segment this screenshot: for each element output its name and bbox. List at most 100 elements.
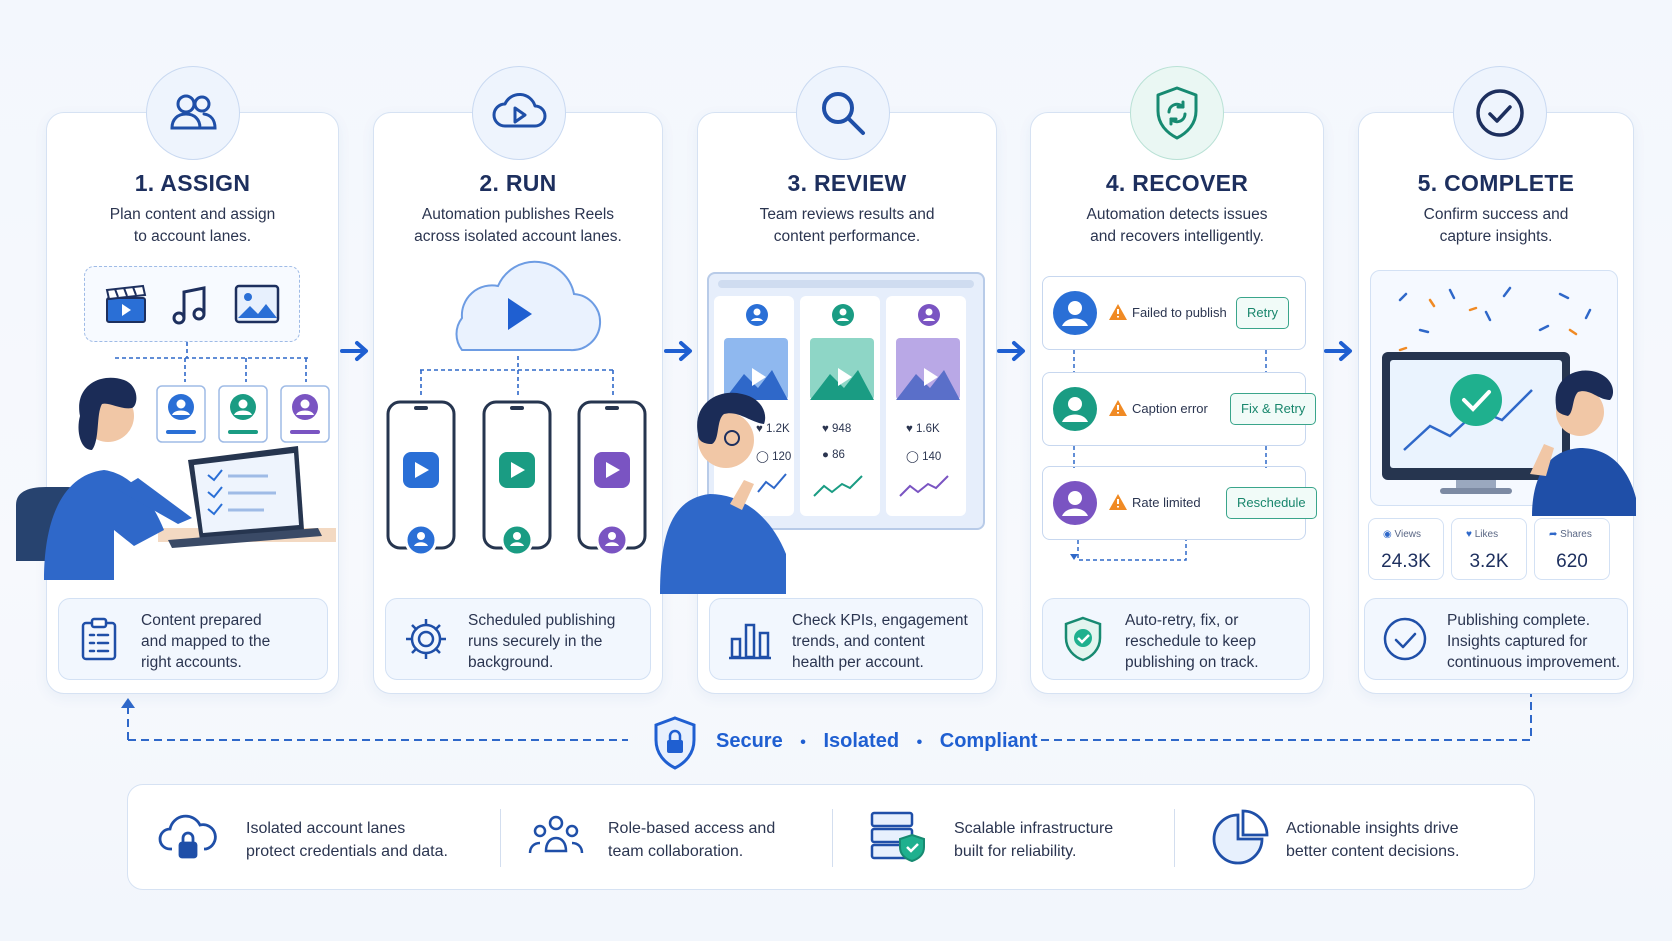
confetti-and-monitor [1382,286,1592,494]
share-icon: ➦ [1549,529,1558,540]
step-title: 1. ASSIGN [134,170,251,196]
phone-reels-icon [482,400,552,557]
pie-chart-icon [1212,809,1269,865]
music-note-icon [172,286,206,325]
feature-scalable: Scalable infrastructure built for reliab… [868,785,1198,891]
user-avatar-icon [218,385,268,443]
cloud-lock-icon [158,814,217,859]
cloud-play-icon [472,66,566,160]
likes-metric: ♥ 1.2K [756,423,790,435]
content-thumbnails [724,304,960,497]
recovery-flow-connectors [1070,350,1267,561]
reschedule-button[interactable]: Reschedule [1226,487,1317,519]
stat-likes: ♥ Likes 3.2K [1451,518,1527,580]
gear-icon [406,619,446,659]
content-card [886,296,966,516]
likes-metric: ♥ 1.6K [906,423,940,435]
user-avatar-icon [1053,387,1097,431]
person-at-laptop-illustration [16,377,336,580]
bar-chart-icon [729,623,771,660]
feature-text: Actionable insights drive [1286,820,1459,837]
check-circle-icon [1383,617,1427,661]
arrow-right-icon [997,341,1025,361]
divider [1174,809,1175,867]
reviewer-person-illustration [660,392,786,594]
stat-views: ◉ Views 24.3K [1368,518,1444,580]
content-card [800,296,880,516]
clapperboard-icon [105,284,147,323]
comments-metric: ◯ 120 [756,451,792,463]
feature-text: team collaboration. [608,843,744,860]
features-bar: Isolated account lanes protect credentia… [127,784,1535,890]
step-footer-complete: Publishing complete.Insights captured fo… [1364,598,1628,680]
feature-text: Role-based access and [608,820,776,837]
issue-status: Caption error [1132,401,1208,416]
issue-status: Failed to publish [1132,305,1227,320]
clipboard-icon [81,617,117,661]
fix-retry-button[interactable]: Fix & Retry [1230,393,1317,425]
eye-icon: ◉ [1383,529,1392,540]
image-icon [234,284,280,324]
shield-refresh-icon [1130,66,1224,160]
team-icon [528,815,584,854]
warning-icon [1109,494,1127,510]
feedback-loop-line [121,694,1532,741]
feature-text: protect credentials and data. [246,843,448,860]
feature-insights: Actionable insights drive better content… [1210,785,1520,891]
arrow-right-icon [664,341,692,361]
likes-metric: ♥ 948 [822,423,852,435]
check-circle-icon [1453,66,1547,160]
step-footer-text: Publishing complete.Insights captured fo… [1447,612,1621,671]
server-shield-icon [870,811,925,863]
phone-reels-icon [386,400,456,557]
retry-button[interactable]: Retry [1236,297,1290,329]
user-avatar-icon [1053,481,1097,525]
magnifier-icon [796,66,890,160]
user-avatar-icon [156,385,206,443]
divider [832,809,833,867]
users-icon [146,66,240,160]
feature-text: Isolated account lanes [246,820,406,837]
step-title: 4. RECOVER [1105,170,1249,196]
lane-connectors [420,356,616,398]
step-title: 2. RUN [479,170,557,196]
cloud-play-illustration [455,260,601,352]
step-title: 5. COMPLETE [1417,170,1575,196]
user-avatar-icon [1053,291,1097,335]
arrow-right-icon [1324,341,1352,361]
arrow-right-icon [340,341,368,361]
shield-check-icon [1064,616,1102,662]
heart-icon: ♥ [1466,529,1472,540]
feature-text: Scalable infrastructure [954,820,1114,837]
comments-metric: ● 86 [822,449,845,461]
divider [500,809,501,867]
feature-text: built for reliability. [954,843,1077,860]
feature-role-access: Role-based access and team collaboration… [526,785,846,891]
user-avatar-icon [280,385,330,443]
comments-metric: ◯ 140 [906,451,942,463]
stat-shares: ➦ Shares 620 [1534,518,1610,580]
feature-isolated-lanes: Isolated account lanes protect credentia… [158,785,488,891]
celebrating-person-illustration [1530,370,1636,516]
phone-reels-icon [577,400,647,557]
issue-status: Rate limited [1132,495,1201,510]
warning-icon [1109,400,1127,416]
security-shield-icon [654,716,696,770]
security-tagline: Secure • Isolated • Compliant [716,730,1038,752]
warning-icon [1109,304,1127,320]
feature-text: better content decisions. [1286,843,1460,860]
dashboard-topbar [718,280,974,288]
